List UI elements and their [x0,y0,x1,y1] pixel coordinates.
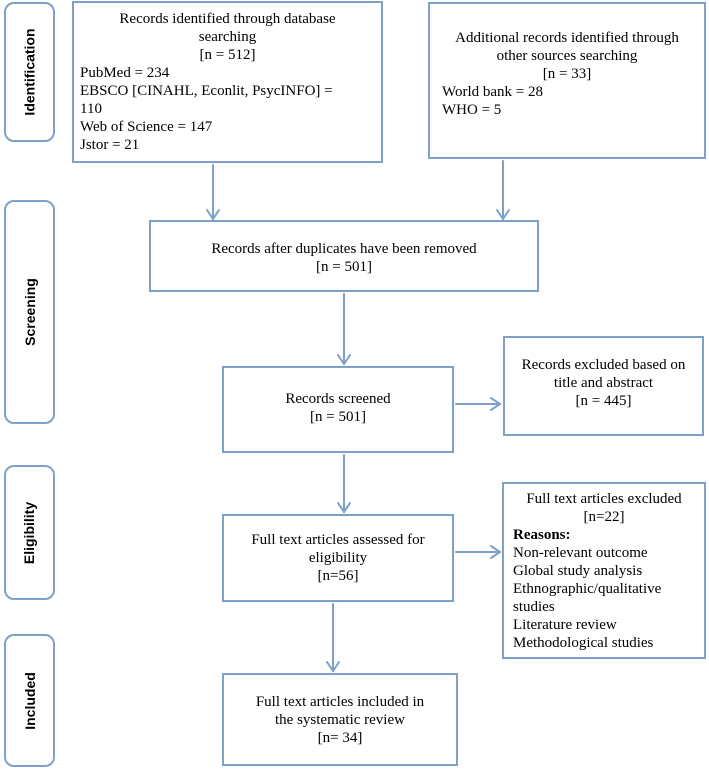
arrow-screened-to-assessed [337,454,351,514]
stage-screening: Screening [4,200,55,424]
database-title-line1: Records identified through database [119,11,336,27]
included-count: [n= 34] [317,730,363,746]
records-screened-box: Records screened [n = 501] [222,366,454,453]
fulltext-excluded-count: [n=22] [583,509,625,525]
included-box: Full text articles included in the syste… [222,673,458,766]
database-item: EBSCO [CINAHL, Econlit, PsycINFO] = [80,83,333,99]
fulltext-assessed-box: Full text articles assessed for eligibil… [222,514,454,602]
arrow-duplicates-to-screened [337,293,351,366]
fulltext-assessed-count: [n=56] [317,568,359,584]
other-sources-item: WHO = 5 [442,102,502,118]
arrow-assessed-to-included [326,603,340,673]
stage-label-included: Included [21,671,38,730]
included-line1: Full text articles included in [255,694,425,710]
stage-identification: Identification [4,2,55,142]
stage-eligibility: Eligibility [4,465,55,600]
arrow-other-to-duplicates [496,160,510,221]
reason-item: Literature review [513,617,617,633]
reason-item: Non-relevant outcome [513,545,648,561]
duplicates-removed-box: Records after duplicates have been remov… [149,220,539,292]
database-item: Web of Science = 147 [80,119,213,135]
records-screened-label: Records screened [285,391,391,407]
other-sources-box: Additional records identified through ot… [428,2,706,159]
other-sources-count: [n = 33] [542,66,592,82]
database-item: 110 [80,101,102,117]
reason-item: studies [513,599,555,615]
duplicates-removed-label: Records after duplicates have been remov… [211,241,477,257]
database-count: [n = 512] [199,47,256,63]
arrow-database-to-duplicates [206,164,220,221]
stage-label-identification: Identification [21,28,38,116]
database-title-line2: searching [198,29,257,45]
reason-item: Methodological studies [513,635,654,651]
database-records-box: Records identified through database sear… [72,1,383,163]
other-sources-title-line2: other sources searching [496,48,638,64]
reasons-label: Reasons: [513,527,571,543]
fulltext-excluded-box: Full text articles excluded [n=22] Reaso… [502,482,706,659]
arrow-assessed-to-fulltext-excluded [455,545,502,559]
duplicates-removed-count: [n = 501] [316,259,372,275]
records-excluded-box: Records excluded based on title and abst… [503,336,704,436]
database-item: Jstor = 21 [80,137,140,153]
arrow-screened-to-excluded [455,397,502,411]
records-excluded-line1: Records excluded based on [521,357,686,373]
included-line2: the systematic review [275,712,405,728]
stage-label-eligibility: Eligibility [21,501,38,564]
stage-included: Included [4,634,55,767]
reason-item: Global study analysis [513,563,643,579]
fulltext-assessed-line1: Full text articles assessed for [251,532,425,548]
records-excluded-line2: title and abstract [553,375,654,391]
records-screened-count: [n = 501] [310,409,366,425]
reason-item: Ethnographic/qualitative [513,581,662,597]
fulltext-assessed-line2: eligibility [308,550,368,566]
other-sources-title-line1: Additional records identified through [455,30,679,46]
stage-label-screening: Screening [21,278,38,346]
fulltext-excluded-title: Full text articles excluded [526,491,682,507]
database-item: PubMed = 234 [80,65,170,81]
other-sources-item: World bank = 28 [442,84,543,100]
records-excluded-count: [n = 445] [575,393,632,409]
